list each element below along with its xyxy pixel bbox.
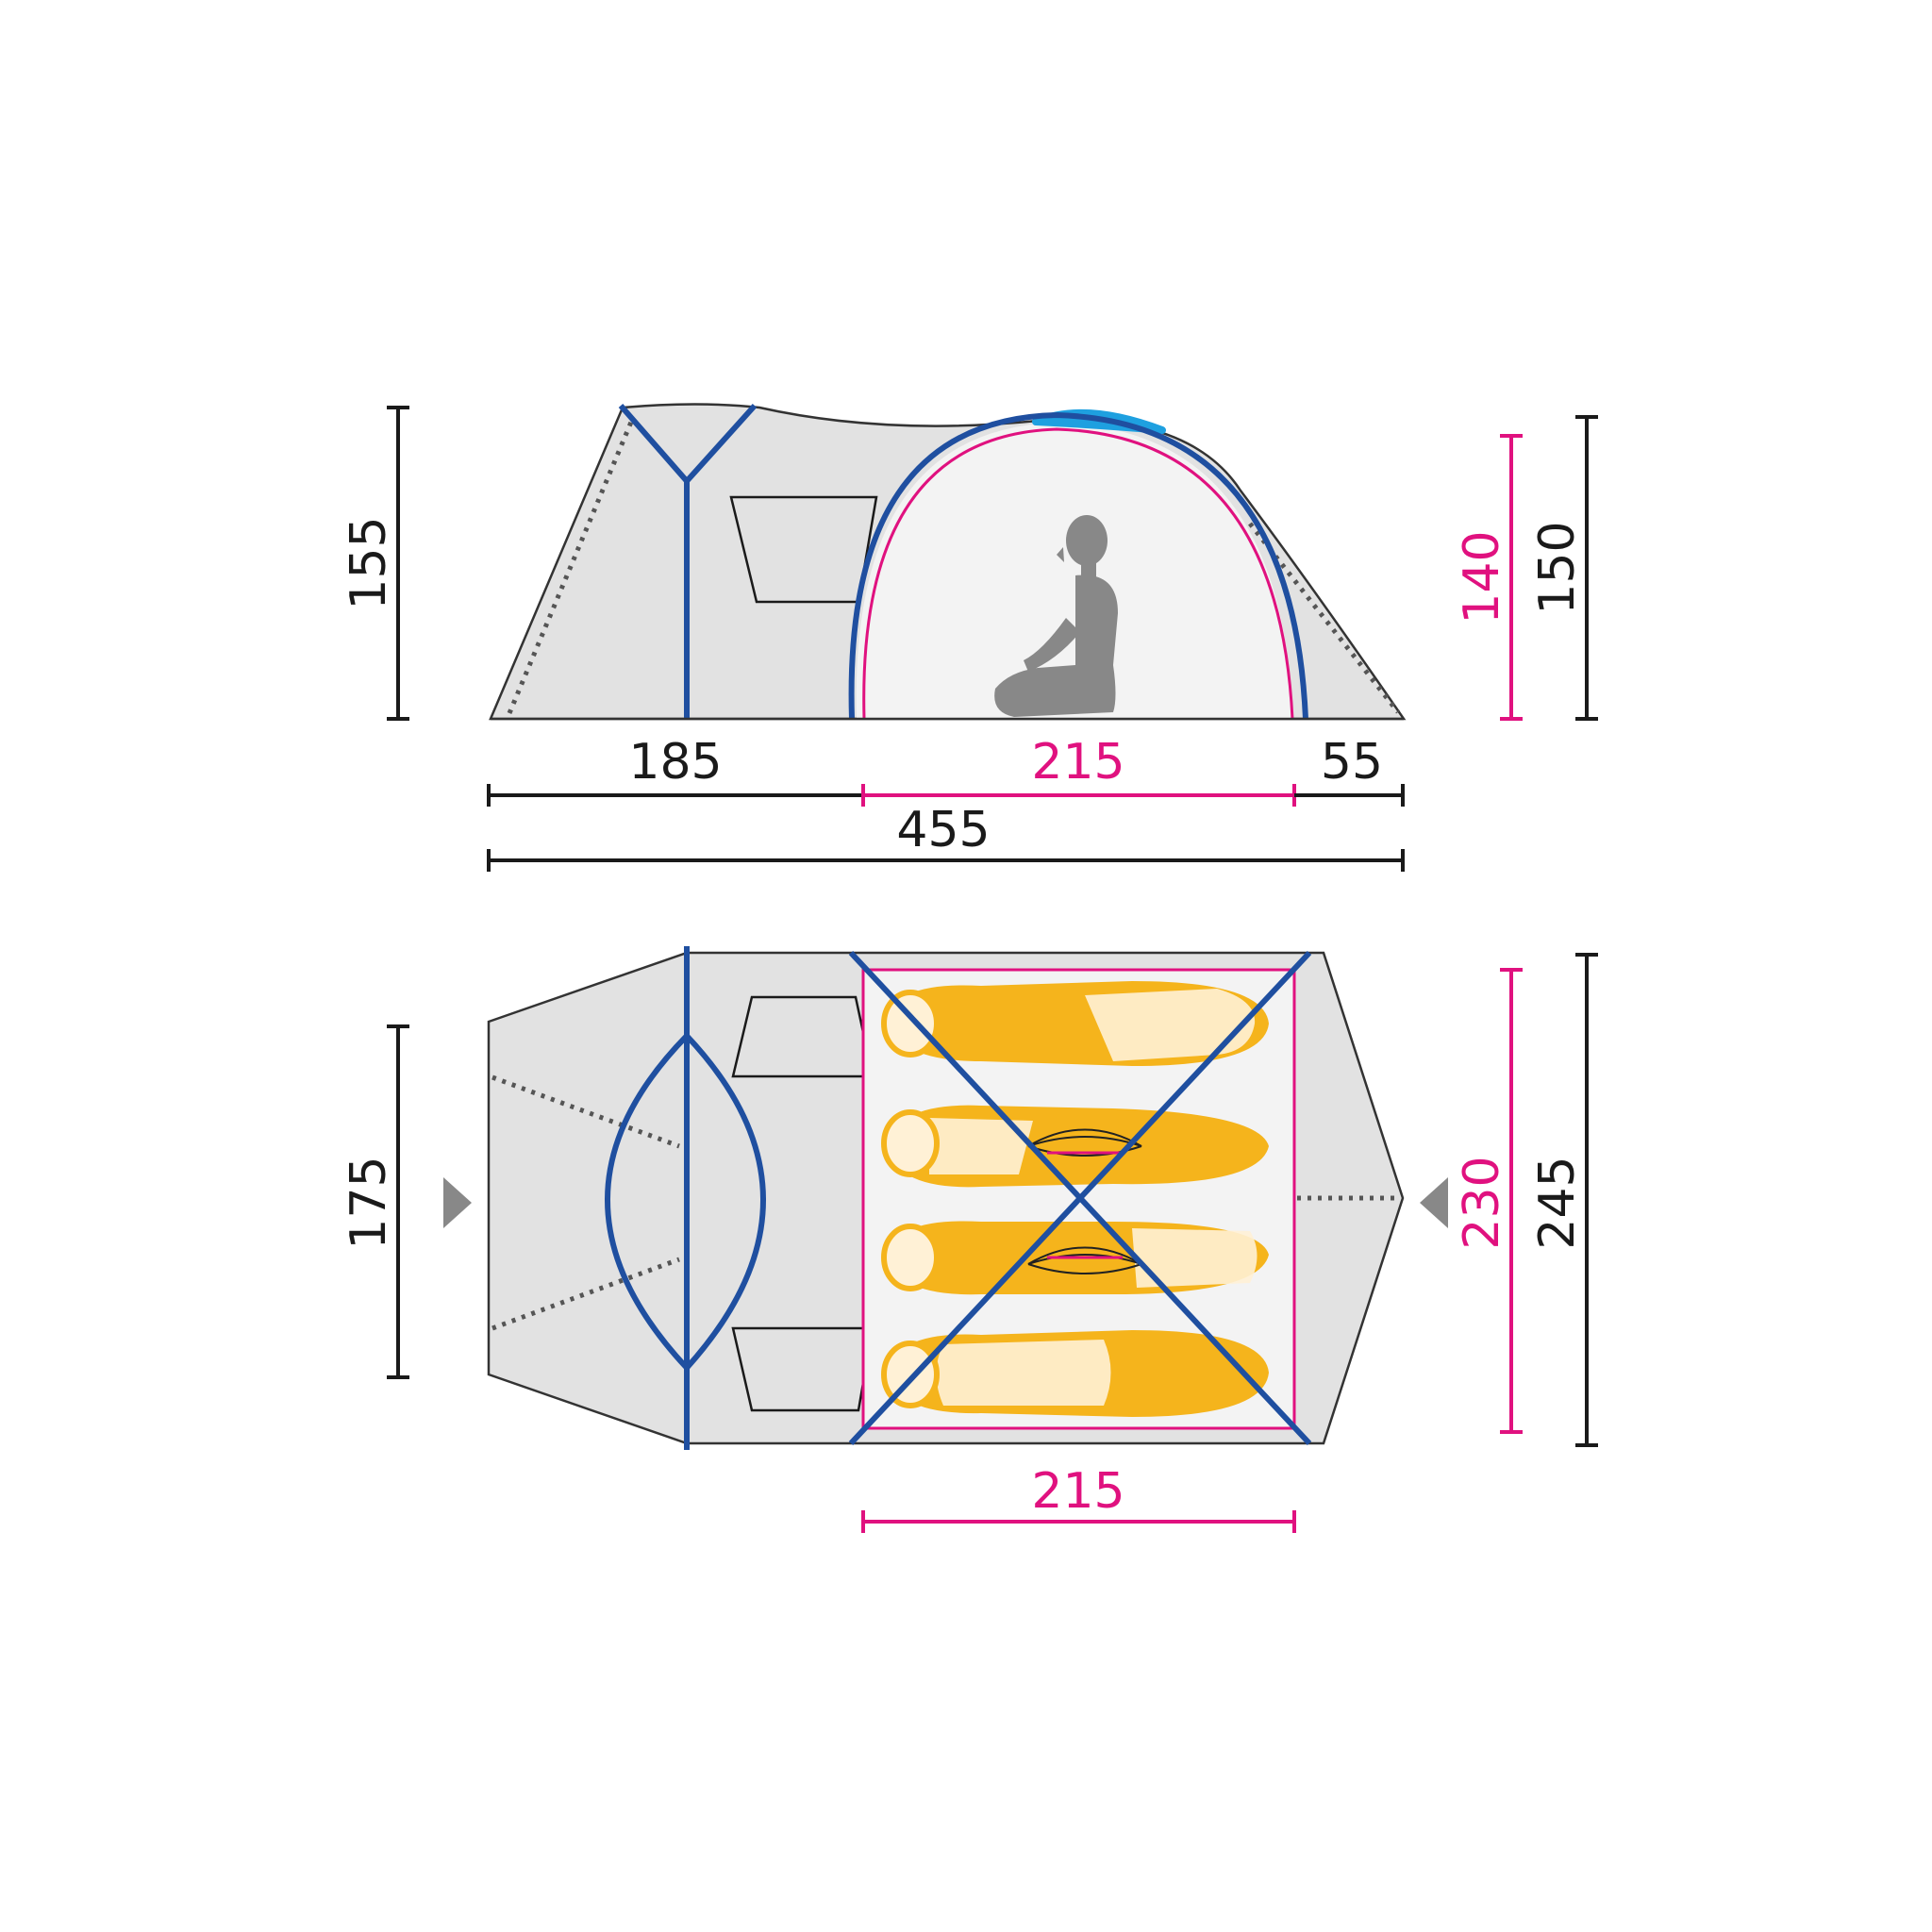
label-inner-width: 230 bbox=[1454, 1156, 1510, 1249]
label-vestibule-width: 175 bbox=[341, 1156, 397, 1249]
side-rear-seam bbox=[1248, 522, 1400, 714]
floor-guy-line bbox=[491, 1074, 680, 1149]
entrance-arrow-icon bbox=[1420, 1177, 1448, 1228]
floor-plan bbox=[443, 946, 1448, 1450]
side-inner-tent bbox=[856, 423, 1292, 719]
label-floor-inner-length: 215 bbox=[1031, 1463, 1124, 1520]
floor-guy-line bbox=[491, 1257, 680, 1331]
label-rear-length: 55 bbox=[1321, 734, 1383, 791]
label-vestibule-height: 155 bbox=[341, 516, 397, 609]
label-inner-height: 140 bbox=[1454, 530, 1510, 624]
side-view bbox=[489, 403, 1407, 721]
label-inner-length: 215 bbox=[1031, 734, 1124, 791]
floor-dimension-lines bbox=[387, 953, 1598, 1533]
floor-dimension-labels: 175 230 245 215 bbox=[341, 1156, 1586, 1520]
side-dome-pole bbox=[848, 411, 1308, 720]
side-dimension-lines bbox=[387, 406, 1598, 872]
side-window bbox=[729, 495, 878, 604]
floor-window bbox=[731, 1326, 874, 1412]
floor-y-pole-lens bbox=[605, 1031, 766, 1373]
label-vestibule-length: 185 bbox=[628, 734, 722, 791]
side-dimension-labels: 155 140 150 185 215 55 455 bbox=[341, 516, 1586, 858]
side-inner-outline bbox=[862, 427, 1294, 720]
label-outer-width: 245 bbox=[1529, 1156, 1586, 1249]
entrance-arrow-icon bbox=[443, 1177, 472, 1228]
label-total-length: 455 bbox=[896, 802, 990, 858]
floor-window bbox=[731, 995, 874, 1078]
sleeping-bag bbox=[881, 1105, 1269, 1188]
side-y-pole bbox=[618, 403, 758, 719]
label-outer-height: 150 bbox=[1529, 521, 1586, 614]
floor-cross-pole bbox=[848, 950, 1312, 1446]
sleeping-bag bbox=[881, 981, 1269, 1066]
side-front-zip bbox=[507, 419, 635, 714]
person-silhouette bbox=[994, 515, 1118, 717]
